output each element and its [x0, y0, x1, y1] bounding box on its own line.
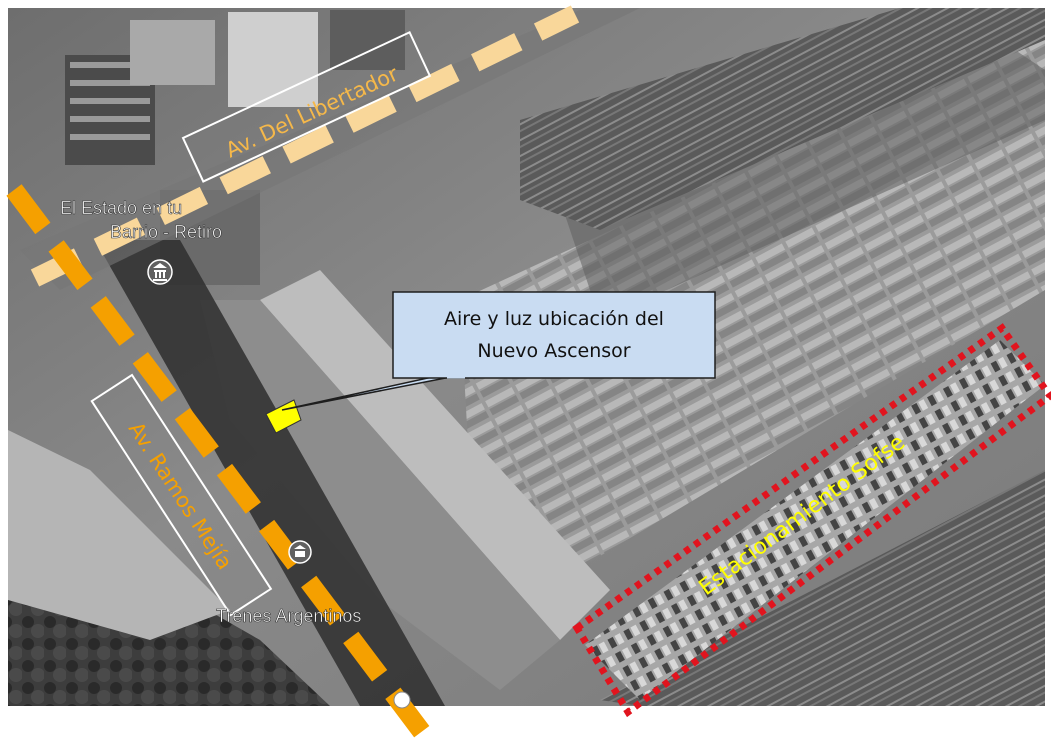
- parking-lot: [585, 340, 1045, 700]
- museum-icon[interactable]: [147, 259, 173, 285]
- callout-box: [392, 291, 716, 379]
- callout-line-1: Aire y luz ubicación del: [444, 308, 664, 330]
- street-label-box-libertador: [181, 31, 432, 183]
- terminal-building: [260, 270, 610, 640]
- tower-building: [130, 20, 215, 85]
- poi-label-estado-1: El Estado en tu: [60, 198, 182, 218]
- avenue-stripe-libertador: [30, 5, 580, 287]
- avenue-stripe-ramos-mejia: [6, 184, 436, 742]
- station-roof-dark: [560, 40, 1045, 320]
- tower-building: [228, 12, 318, 107]
- poi-label-estado-2: Barrio - Retiro: [110, 222, 222, 242]
- parking-boundary: [572, 323, 1051, 718]
- poi-label-trenes: Trenes Argentinos: [216, 606, 361, 626]
- location-pin-icon: [393, 691, 411, 709]
- street-label-box-ramos-mejia: [90, 373, 273, 617]
- terminal-building-side: [200, 300, 560, 690]
- callout-line-2: Nuevo Ascensor: [477, 340, 631, 362]
- plaza-area: [8, 430, 230, 640]
- station-icon[interactable]: [288, 540, 312, 564]
- rail-yard: [520, 8, 1045, 230]
- callout-text: Aire y luz ubicación del Nuevo Ascensor: [393, 292, 715, 378]
- road-ramos-mejia: [95, 240, 445, 706]
